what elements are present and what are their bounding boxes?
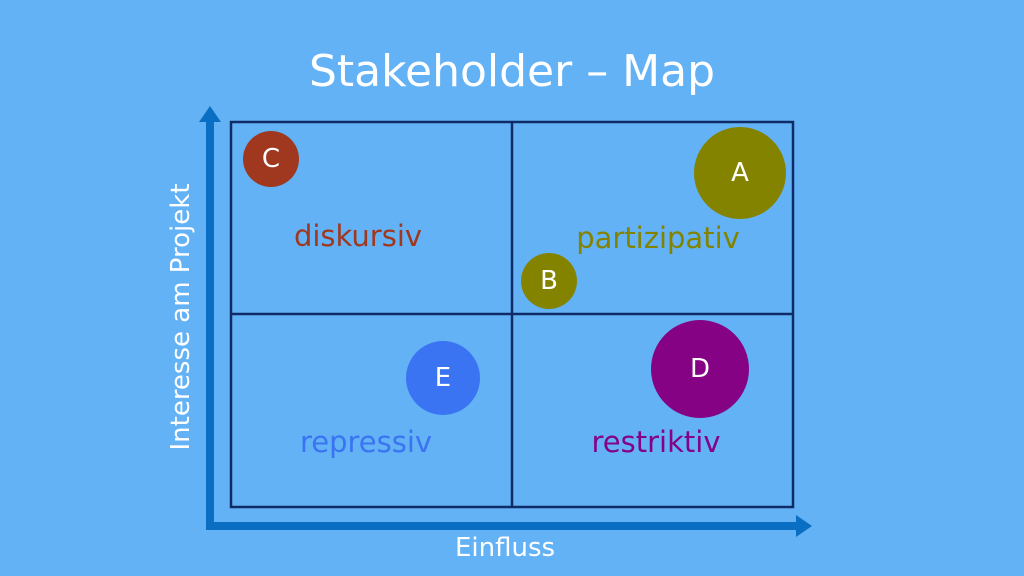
quadrant-label-repressiv: repressiv [299,425,433,459]
quadrant-label-diskursiv: diskursiv [293,219,423,253]
y-axis-arrow [199,106,221,122]
x-axis-label: Einfluss [454,533,556,563]
stakeholder-bubble-a: A [694,127,786,219]
stakeholder-bubble-e: E [406,341,480,415]
stakeholder-bubble-b: B [521,253,577,309]
quadrant-label-restriktiv: restriktiv [591,425,721,459]
stakeholder-bubble-c: C [243,131,299,187]
stakeholder-bubble-d: D [651,320,749,418]
y-axis-label: Interesse am Projekt [166,183,196,451]
page-title: Stakeholder – Map [308,46,716,97]
x-axis-line [206,522,800,530]
y-axis-line [206,120,214,530]
quadrant-label-partizipativ: partizipativ [576,221,740,255]
x-axis-arrow [796,515,812,537]
